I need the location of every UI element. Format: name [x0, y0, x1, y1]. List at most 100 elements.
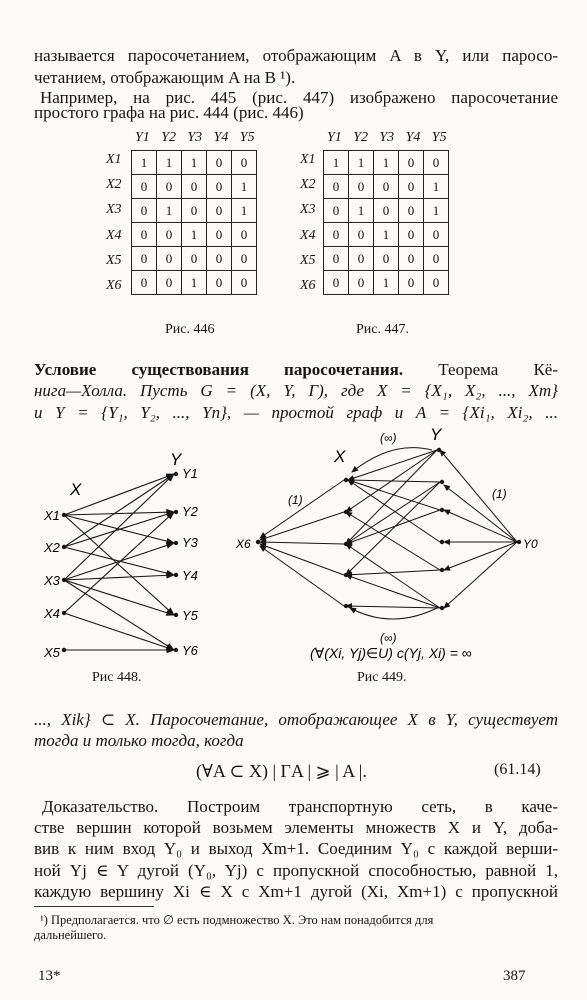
- matrix-cell: 0: [131, 246, 157, 271]
- matrix-col-label: Y3: [379, 130, 395, 145]
- caption-449: Рис 449.: [357, 670, 407, 685]
- x-set-label-449: X: [333, 447, 346, 466]
- matrix-cell: 1: [181, 222, 207, 247]
- matrix-cell: 0: [181, 246, 207, 271]
- matrix-row-label: X4: [300, 227, 316, 243]
- matrix-cell: 0: [398, 150, 424, 175]
- matrix-cell: 0: [181, 198, 207, 223]
- matrix-cell: 0: [348, 246, 374, 271]
- matrix-cell: 0: [398, 198, 424, 223]
- condition-title: Условие существования паросочетания.: [34, 360, 404, 379]
- fig449-formula: (∀(Xi, Yj)∈U) c(Yj, Xi) = ∞: [310, 645, 472, 661]
- matrix-row-label: X1: [106, 152, 122, 167]
- matrix-cell: 0: [181, 174, 207, 199]
- matrix-cell: 0: [231, 270, 257, 295]
- matrix-row-label: X2: [300, 177, 316, 193]
- matrix-cell: 1: [348, 150, 374, 175]
- matrix-col-label: Y5: [431, 130, 447, 145]
- matrix-cell: 0: [206, 222, 232, 247]
- matrix-row-label: X2: [106, 177, 122, 193]
- node-y0: Y0: [523, 537, 538, 551]
- text-line-7: и Y = {Y₁, Y₂, ..., Yn}, — простой граф …: [34, 403, 558, 422]
- matrix-cell: 0: [323, 270, 349, 295]
- inf-label-bottom: (∞): [380, 631, 397, 645]
- footnote-rule: [34, 906, 154, 907]
- matrix-cell: 0: [131, 174, 157, 199]
- proof-line-2: стве вершин которой возьмем элементы мно…: [34, 818, 558, 837]
- matrix-col-label: Y4: [405, 130, 421, 145]
- figure-449: X Y: [235, 425, 538, 661]
- condition-rest: Теорема Кё-: [403, 360, 558, 379]
- matrix-cell: 1: [373, 222, 399, 247]
- y-set-label: Y: [170, 450, 183, 469]
- matrix-cell: 0: [423, 150, 449, 175]
- node-x1: X1: [43, 508, 60, 523]
- matrix-cell: 0: [323, 246, 349, 271]
- matrix-cell: 0: [131, 222, 157, 247]
- matrix-row-label: X5: [106, 252, 122, 268]
- caption-446: Рис. 446: [165, 322, 215, 337]
- proof-line-1: Доказательство. Построим транспортную се…: [42, 797, 558, 816]
- matrix-col-label: Y5: [239, 130, 255, 145]
- node-y5: Y5: [182, 608, 199, 623]
- matrix-cell: 0: [156, 270, 182, 295]
- matrix-cell: 0: [323, 198, 349, 223]
- node-y4: Y4: [182, 568, 198, 583]
- matrix-cell: 0: [398, 246, 424, 271]
- cap-label-1: (1): [288, 493, 303, 507]
- matrix-cell: 0: [348, 222, 374, 247]
- matrix-cell: 1: [181, 150, 207, 175]
- figure-448: X Y X1 X2 X3 X4 X5 Y1 Y2 Y3 Y4 Y5 Y6: [43, 450, 199, 660]
- matrix-cell: 0: [373, 174, 399, 199]
- text-line-3: Например, на рис. 445 (рис. 447) изображ…: [40, 88, 558, 107]
- matrix-cell: 1: [156, 198, 182, 223]
- cap-label-2: (1): [492, 487, 507, 501]
- formula-61-14: (∀A ⊂ X) | ΓA | ⩾ | A |.: [196, 761, 367, 781]
- matrix-row-label: X4: [106, 227, 122, 243]
- matrix-cell: 0: [156, 246, 182, 271]
- inf-label-top: (∞): [380, 431, 397, 445]
- condition-line: Условие существования паросочетания. Тео…: [34, 360, 558, 380]
- footnote-line-2: дальнейшего.: [34, 928, 107, 942]
- matrix-cell: 1: [231, 198, 257, 223]
- node-x3: X3: [43, 573, 61, 588]
- matrix-cell: 0: [156, 222, 182, 247]
- matrix-cell: 0: [423, 222, 449, 247]
- matrix-cell: 1: [231, 174, 257, 199]
- node-x2: X2: [43, 540, 61, 555]
- caption-448: Рис 448.: [92, 670, 142, 685]
- matrix-col-label: Y4: [213, 130, 229, 145]
- matrix-cell: 0: [206, 246, 232, 271]
- matrix-cell: 0: [231, 150, 257, 175]
- proof-line-3: вив к ним вход Y₀ и выход Xm+1. Соединим…: [34, 839, 558, 858]
- matrix-cell: 0: [131, 198, 157, 223]
- matrix-row-label: X6: [300, 278, 316, 293]
- proof-line-5: каждую вершину Xi ∈ X с Xm+1 дугой (Xi, …: [34, 882, 558, 901]
- matrix-cell: 1: [373, 150, 399, 175]
- text-line-6: нига—Холла. Пусть G = (X, Y, Γ), где X =…: [34, 381, 558, 400]
- matrix-cell: 0: [398, 270, 424, 295]
- text-line-8: ..., Xik} ⊂ X. Паросочетание, отображающ…: [34, 710, 558, 729]
- matrix-cell: 1: [181, 270, 207, 295]
- text-line-4: простого графа на рис. 444 (рис. 446): [34, 103, 304, 122]
- node-y6: Y6: [182, 643, 199, 658]
- matrix-cell: 1: [323, 150, 349, 175]
- node-x5: X5: [43, 645, 61, 660]
- footnote-line-1: ¹) Предполагается. что ∅ есть подмножест…: [40, 913, 434, 927]
- node-x4: X4: [43, 606, 60, 621]
- text-line-9: тогда и только тогда, когда: [34, 731, 244, 750]
- matrix-cell: 0: [231, 222, 257, 247]
- matrix-cell: 0: [398, 222, 424, 247]
